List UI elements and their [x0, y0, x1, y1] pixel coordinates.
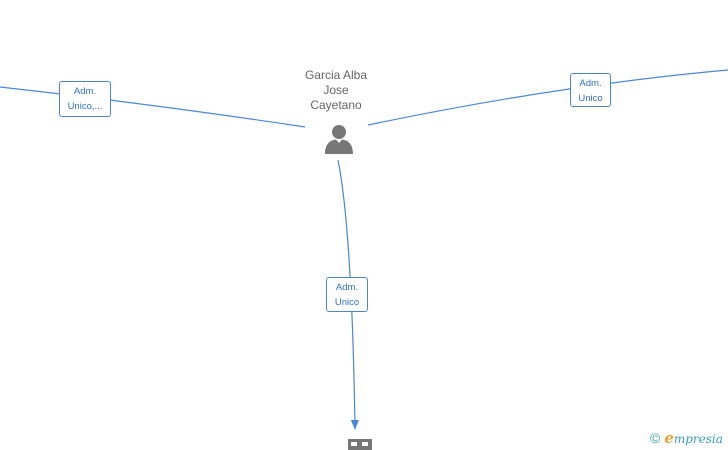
edge-label-right-line-2: Unico: [578, 93, 603, 104]
edge-label-left[interactable]: Adm. Unico,...: [59, 81, 111, 117]
copyright-symbol: ©: [650, 430, 661, 446]
building-icon[interactable]: [348, 438, 372, 450]
edge-bottom-line: [337, 159, 359, 430]
edge-label-right[interactable]: Adm. Unico: [570, 73, 611, 107]
person-icon[interactable]: [323, 123, 355, 155]
person-name[interactable]: Garcia Alba Jose Cayetano: [286, 68, 386, 113]
edge-right-line: [367, 69, 728, 126]
edge-label-bottom-line-2: Unico: [334, 297, 360, 308]
empresia-watermark: © empresia: [650, 429, 723, 447]
brand-name-rest: mpresia: [673, 431, 723, 446]
edge-left-line: [0, 86, 306, 128]
edge-label-left-line-1: Adm.: [73, 86, 97, 97]
edge-label-left-line-2: Unico,...: [67, 101, 103, 112]
person-name-line-2: Jose: [323, 83, 349, 97]
edge-label-right-line-1: Adm.: [579, 78, 602, 89]
person-name-line-1: Garcia Alba: [304, 68, 368, 82]
edge-label-bottom[interactable]: Adm. Unico: [326, 277, 368, 312]
edge-label-bottom-line-1: Adm.: [335, 282, 359, 293]
person-name-line-3: Cayetano: [310, 98, 362, 112]
brand-initial: e: [664, 428, 674, 447]
brand-logo: empresia: [664, 429, 723, 448]
